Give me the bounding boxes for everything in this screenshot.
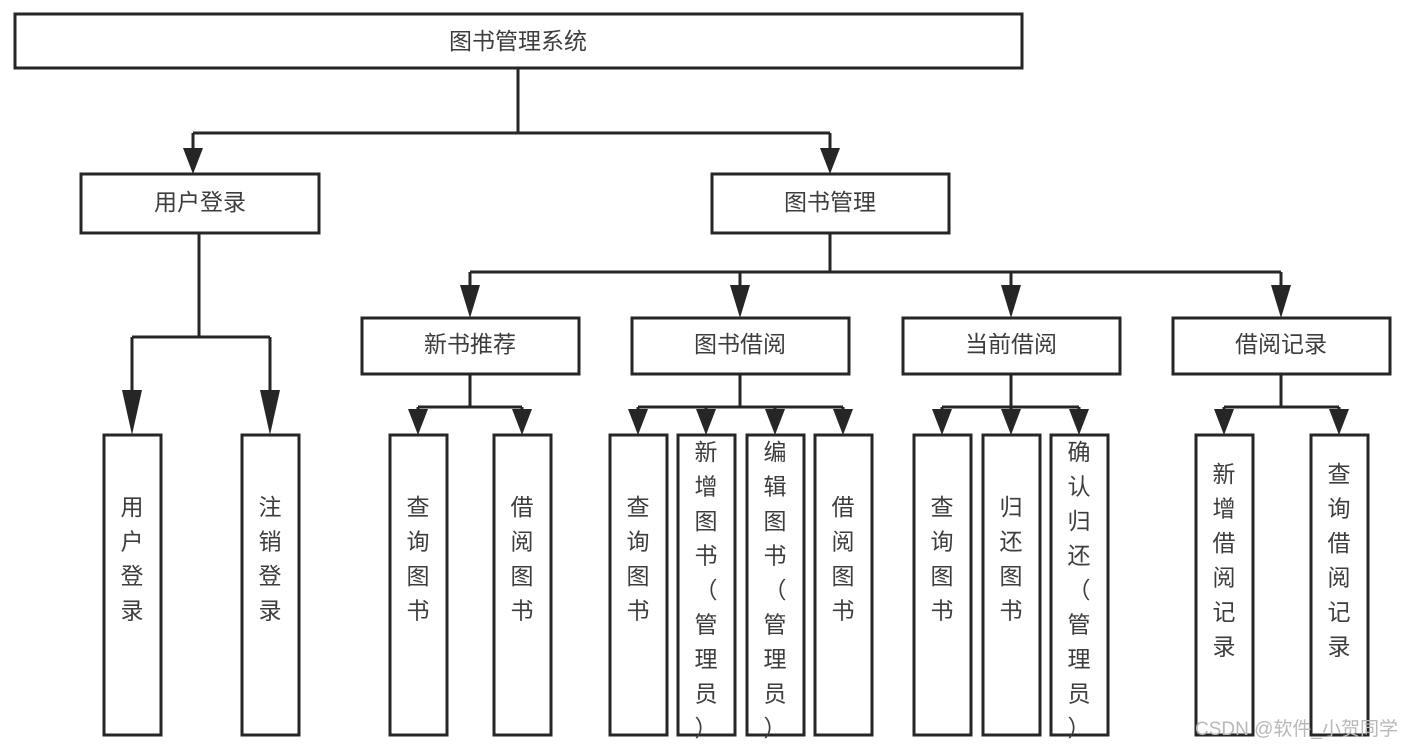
node-user-login-box[interactable] [79,172,321,235]
leaf-edit-book[interactable]: 编辑图书（管理员） [745,433,806,741]
leaf-query-book-1[interactable]: 查询图书 [388,433,449,737]
leaf-borrow-book-2-box[interactable] [813,433,874,737]
leaf-query-book-3[interactable]: 查询图书 [912,433,973,737]
leaf-add-book[interactable]: 新增图书（管理员） [676,433,737,741]
leaf-return-book-label: 归还图书 [1000,494,1023,624]
leaf-edit-book-box[interactable] [745,433,806,737]
node-new-book-rec-label: 新书推荐 [424,331,516,357]
leaf-return-book[interactable]: 归还图书 [981,433,1042,737]
leaf-borrow-book-2-label: 借阅图书 [832,494,855,624]
arrow-head-book-manage [820,148,840,174]
node-book-borrow-label: 图书借阅 [694,331,786,357]
node-current-borrow-label: 当前借阅 [965,331,1057,357]
leaf-edit-book-label: 编辑图书（管理员） [764,439,787,741]
leaf-query-record-box[interactable] [1309,433,1370,737]
leaf-confirm-return-box[interactable] [1049,433,1110,737]
leaf-query-book-3-label: 查询图书 [931,494,954,624]
arrow-head-user-login [183,148,203,174]
node-new-book-rec-box[interactable] [360,316,581,376]
arrow-head-leaf-borrow-book-2 [833,409,853,435]
node-current-borrow-box[interactable] [901,316,1122,376]
node-book-borrow[interactable]: 图书借阅 [630,316,851,376]
leaf-query-book-2[interactable]: 查询图书 [608,433,669,737]
arrow-head-leaf-confirm-return [1069,409,1089,435]
arrow-head-leaf-logout [260,390,280,435]
leaf-return-book-box[interactable] [981,433,1042,737]
node-borrow-record-label: 借阅记录 [1235,331,1327,357]
leaf-add-book-box[interactable] [676,433,737,737]
leaf-query-record-label: 查询借阅记录 [1328,461,1351,660]
node-book-manage-label: 图书管理 [784,189,876,215]
leaf-user-login-label: 用户登录 [121,494,144,624]
arrow-head-borrow-record [1271,285,1291,318]
node-book-borrow-box[interactable] [630,316,851,376]
leaf-borrow-book-1-box[interactable] [492,433,553,737]
leaf-query-book-3-box[interactable] [912,433,973,737]
leaf-user-login-box[interactable] [102,433,163,737]
leaf-add-record[interactable]: 新增借阅记录 [1194,433,1255,737]
arrow-head-leaf-query-record [1329,409,1349,435]
arrow-head-leaf-user-login [122,390,142,435]
leaf-query-record[interactable]: 查询借阅记录 [1309,433,1370,737]
arrow-head-book-borrow [730,285,750,318]
node-root-label: 图书管理系统 [449,28,587,54]
csdn-watermark: CSDN @软件_小贺同学 [1195,718,1398,740]
node-root[interactable]: 图书管理系统 [13,12,1024,70]
node-borrow-record-box[interactable] [1171,316,1392,376]
leaf-logout[interactable]: 注销登录 [240,433,301,737]
leaf-confirm-return-label: 确认归还（管理员） [1068,439,1091,741]
node-book-manage[interactable]: 图书管理 [710,172,951,235]
arrow-head-leaf-query-book-1 [408,409,428,435]
leaf-confirm-return[interactable]: 确认归还（管理员） [1049,433,1110,741]
arrow-head-leaf-borrow-book-1 [512,409,532,435]
arrow-head-leaf-edit-book [765,409,785,435]
arrow-head-new-book-rec [460,285,480,318]
arrow-head-leaf-return-book [1001,409,1021,435]
node-root-box[interactable] [13,12,1024,70]
leaf-add-record-label: 新增借阅记录 [1213,461,1236,660]
leaf-borrow-book-2[interactable]: 借阅图书 [813,433,874,737]
node-user-login-label: 用户登录 [154,189,246,215]
leaf-query-book-2-label: 查询图书 [627,494,650,624]
leaf-query-book-1-label: 查询图书 [407,494,430,624]
arrow-head-leaf-add-record [1214,409,1234,435]
leaf-query-book-1-box[interactable] [388,433,449,737]
leaf-add-book-label: 新增图书（管理员） [695,439,718,741]
leaf-query-book-2-box[interactable] [608,433,669,737]
arrow-head-leaf-query-book-2 [628,409,648,435]
node-new-book-rec[interactable]: 新书推荐 [360,316,581,376]
node-user-login[interactable]: 用户登录 [79,172,321,235]
leaf-borrow-book-1[interactable]: 借阅图书 [492,433,553,737]
arrow-head-current-borrow [1001,285,1021,318]
leaf-logout-box[interactable] [240,433,301,737]
arrow-head-leaf-add-book [696,409,716,435]
leaf-borrow-book-1-label: 借阅图书 [511,494,534,624]
connector-layer [122,68,1349,435]
leaf-add-record-box[interactable] [1194,433,1255,737]
node-current-borrow[interactable]: 当前借阅 [901,316,1122,376]
node-book-manage-box[interactable] [710,172,951,235]
arrow-head-leaf-query-book-3 [932,409,952,435]
node-borrow-record[interactable]: 借阅记录 [1171,316,1392,376]
leaf-logout-label: 注销登录 [259,494,282,624]
leaf-user-login[interactable]: 用户登录 [102,433,163,737]
